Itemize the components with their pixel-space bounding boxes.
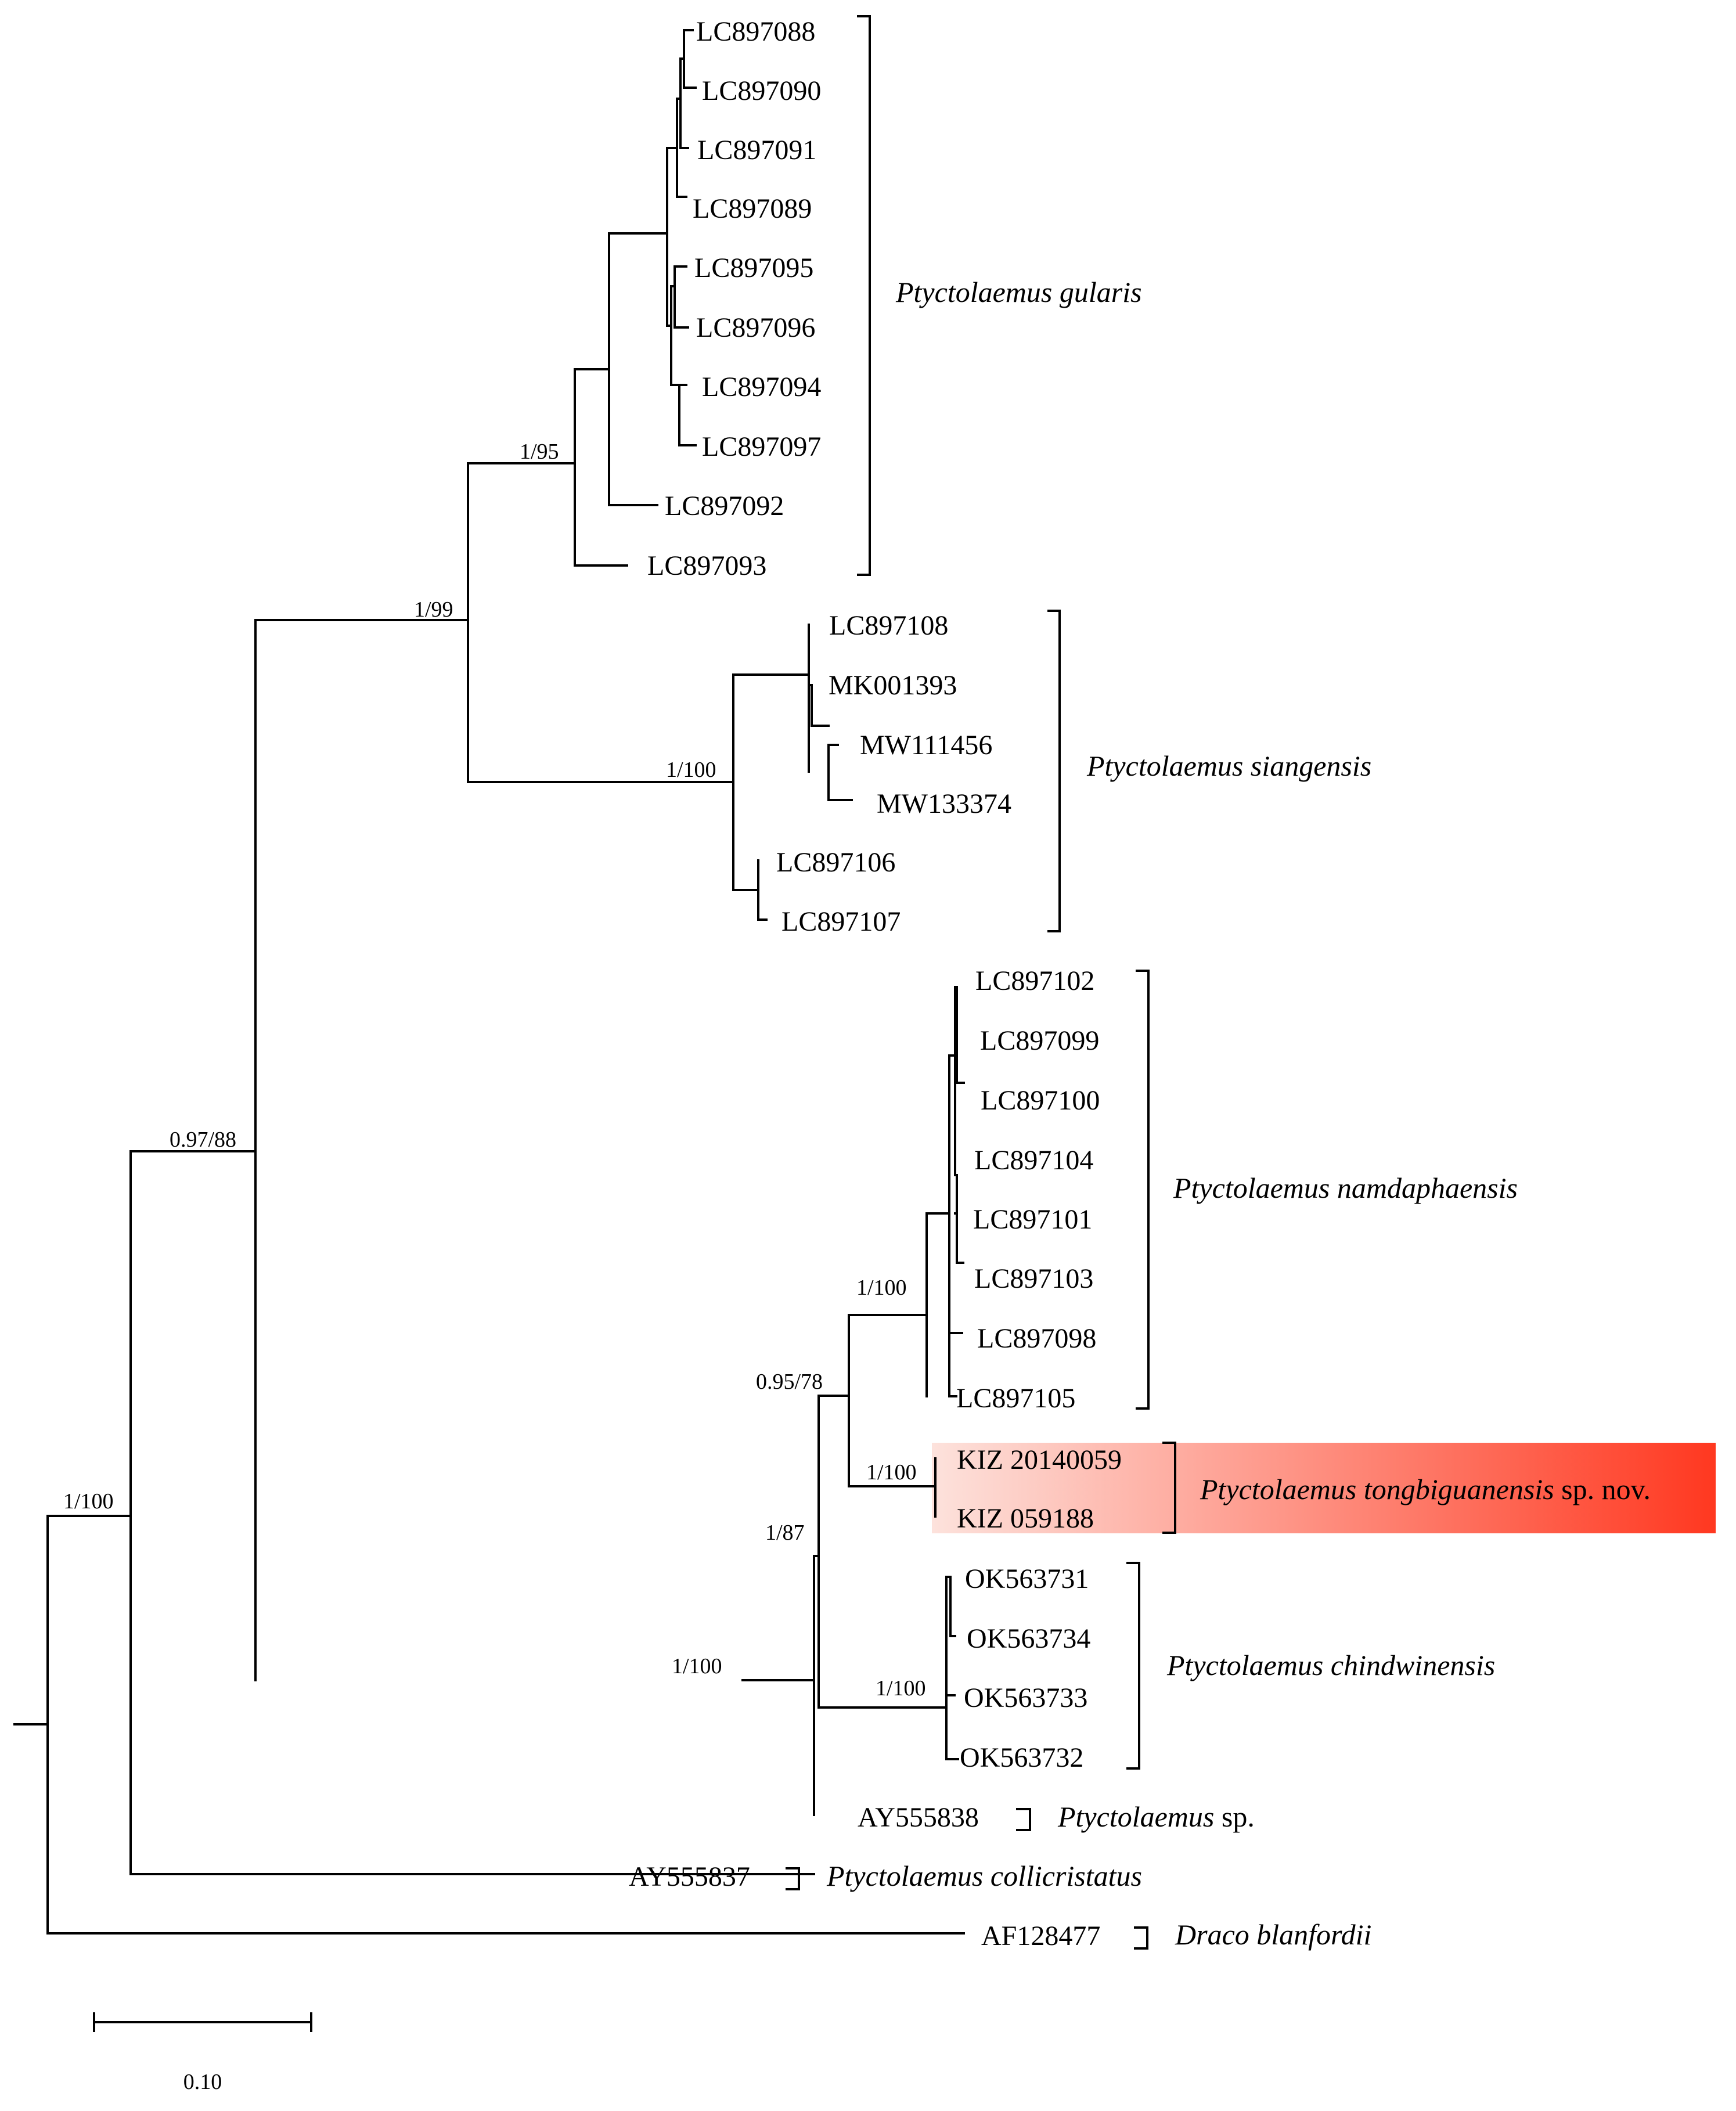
tip-label: MW133374	[877, 788, 1011, 819]
tip-label: AF128477	[981, 1921, 1100, 1951]
clade-brackets	[786, 15, 1176, 1950]
support-values: 1/95 1/99 1/100 0.97/88 1/100 1/100 0.95…	[63, 440, 926, 1701]
tip-label: LC897099	[980, 1025, 1099, 1056]
tip-label: LC897100	[981, 1085, 1100, 1116]
tip-label: MK001393	[829, 670, 957, 701]
tip-label: AY555838	[858, 1802, 979, 1833]
support-value: 1/100	[672, 1654, 722, 1678]
clade-epithet: gularis	[1060, 276, 1142, 308]
clade-label-chindwinensis: Ptyctolaemus chindwinensis	[1166, 1649, 1495, 1681]
support-value: 1/99	[414, 597, 453, 622]
tip-label: LC897092	[665, 491, 784, 521]
tip-label: LC897090	[702, 75, 821, 106]
clade-genus: Ptyctolaemus	[895, 276, 1052, 308]
clade-label-namdaphaensis: Ptyctolaemus namdaphaensis	[1173, 1172, 1518, 1204]
support-value: 0.95/78	[756, 1370, 823, 1394]
tip-label: LC897089	[693, 193, 812, 224]
clade-suffix: sp.	[1214, 1800, 1254, 1833]
support-value: 1/100	[63, 1489, 114, 1514]
clade-genus: Ptyctolaemus	[1200, 1473, 1356, 1505]
tip-label: LC897093	[647, 550, 766, 581]
tip-label: LC897088	[696, 16, 815, 47]
support-value: 0.97/88	[170, 1127, 236, 1152]
tip-label: KIZ 059188	[957, 1503, 1094, 1534]
support-value: 1/100	[856, 1276, 907, 1300]
tip-label: AY555837	[629, 1861, 750, 1892]
clade-label-siangensis: Ptyctolaemus siangensis	[1086, 750, 1371, 782]
support-value: 1/100	[876, 1676, 926, 1701]
clade-genus: Ptyctolaemus	[826, 1860, 983, 1892]
tip-label: LC897096	[696, 312, 815, 343]
clade-label-sp: Ptyctolaemus sp.	[1057, 1800, 1255, 1833]
tip-label: OK563734	[967, 1623, 1090, 1654]
tip-label: LC897105	[956, 1383, 1075, 1414]
clade-label-collicristatus: Ptyctolaemus collicristatus	[826, 1860, 1142, 1892]
tip-label: LC897104	[974, 1145, 1093, 1176]
tip-label: MW111456	[860, 730, 992, 761]
clade-epithet: namdaphaensis	[1337, 1172, 1518, 1204]
tip-labels: LC897088 LC897090 LC897091 LC897089 LC89…	[629, 16, 1122, 1951]
support-value: 1/87	[765, 1521, 805, 1545]
clade-label-gularis: Ptyctolaemus gularis	[895, 276, 1142, 308]
clade-genus: Ptyctolaemus	[1086, 750, 1243, 782]
clade-epithet: collicristatus	[991, 1860, 1142, 1892]
support-value: 1/100	[666, 758, 716, 782]
tip-label: LC897106	[776, 847, 895, 878]
clade-genus: Ptyctolaemus	[1166, 1649, 1323, 1681]
clade-label-draco: Draco blanfordii	[1175, 1918, 1371, 1951]
tip-label: OK563733	[964, 1683, 1087, 1713]
tip-label: LC897101	[973, 1204, 1092, 1235]
clade-epithet: blanfordii	[1256, 1918, 1371, 1951]
tip-label: OK563731	[965, 1564, 1089, 1594]
clade-genus: Ptyctolaemus	[1173, 1172, 1330, 1204]
tree-branches	[13, 29, 965, 1935]
scale-bar: 0.10	[93, 2012, 312, 2094]
tip-label: LC897102	[975, 966, 1094, 996]
clade-genus: Draco	[1175, 1918, 1249, 1951]
tip-label: LC897108	[829, 610, 948, 641]
tip-label: LC897103	[974, 1263, 1093, 1294]
clade-epithet: chindwinensis	[1331, 1649, 1495, 1681]
tip-label: LC897091	[697, 135, 816, 165]
tip-label: LC897095	[694, 253, 813, 283]
tip-label: LC897094	[702, 372, 821, 402]
clade-epithet: siangensis	[1251, 750, 1371, 782]
clade-label-tongbiguanensis: Ptyctolaemus tongbiguanensis sp. nov.	[1200, 1473, 1651, 1505]
tip-label: KIZ 20140059	[957, 1444, 1122, 1475]
support-value: 1/100	[866, 1460, 917, 1485]
scale-bar-label: 0.10	[183, 2070, 222, 2094]
support-value: 1/95	[520, 440, 559, 464]
tip-label: OK563732	[960, 1742, 1083, 1773]
clade-labels: Ptyctolaemus gularis Ptyctolaemus siange…	[826, 276, 1651, 1951]
clade-suffix: sp. nov.	[1554, 1473, 1651, 1505]
clade-epithet: tongbiguanensis	[1364, 1473, 1554, 1505]
tip-label: LC897107	[781, 906, 901, 937]
tip-label: LC897097	[702, 431, 821, 462]
new-species-highlight	[932, 1443, 1716, 1533]
tip-label: LC897098	[977, 1323, 1096, 1354]
clade-genus: Ptyctolaemus	[1057, 1800, 1214, 1833]
